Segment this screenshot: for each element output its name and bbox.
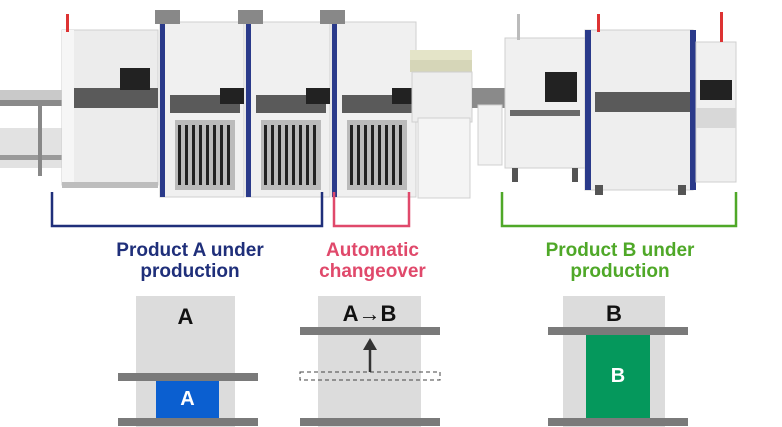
panel-a-title: A <box>177 304 194 329</box>
loader-machine <box>61 14 159 188</box>
label-changeover: Automatic changeover <box>305 240 440 282</box>
product-a-block-label: A <box>180 388 195 410</box>
label-product-b-line2: production <box>570 261 670 282</box>
panel-b-title: B <box>606 301 622 326</box>
tray-unit <box>410 50 508 199</box>
label-product-a: Product A under production <box>95 240 285 282</box>
label-product-a-line1: Product A under <box>116 240 264 261</box>
mounter-1 <box>155 10 245 198</box>
label-changeover-line1: Automatic <box>326 240 419 261</box>
product-a-block <box>156 381 219 418</box>
label-product-b: Product B under production <box>525 240 715 282</box>
panel-changeover <box>299 296 441 427</box>
left-conveyor <box>0 90 62 176</box>
mounter-2 <box>238 10 331 198</box>
label-changeover-line2: changeover <box>319 261 426 282</box>
unloader-machine <box>695 12 737 183</box>
product-b-block <box>586 335 650 418</box>
inspection-machine-2 <box>584 14 696 195</box>
inspection-machine-1 <box>504 14 586 182</box>
mounter-3 <box>320 10 417 198</box>
bracket-changeover <box>332 192 411 228</box>
bracket-product-b <box>500 192 738 228</box>
panel-product-b <box>548 296 688 427</box>
panel-product-a <box>118 296 258 427</box>
bracket-product-a <box>50 192 324 228</box>
label-product-b-line1: Product B under <box>545 240 695 261</box>
label-product-a-line2: production <box>140 261 240 282</box>
up-arrow-icon <box>363 338 377 350</box>
product-b-block-label: B <box>610 365 626 387</box>
panel-changeover-title: A→B <box>342 301 397 326</box>
